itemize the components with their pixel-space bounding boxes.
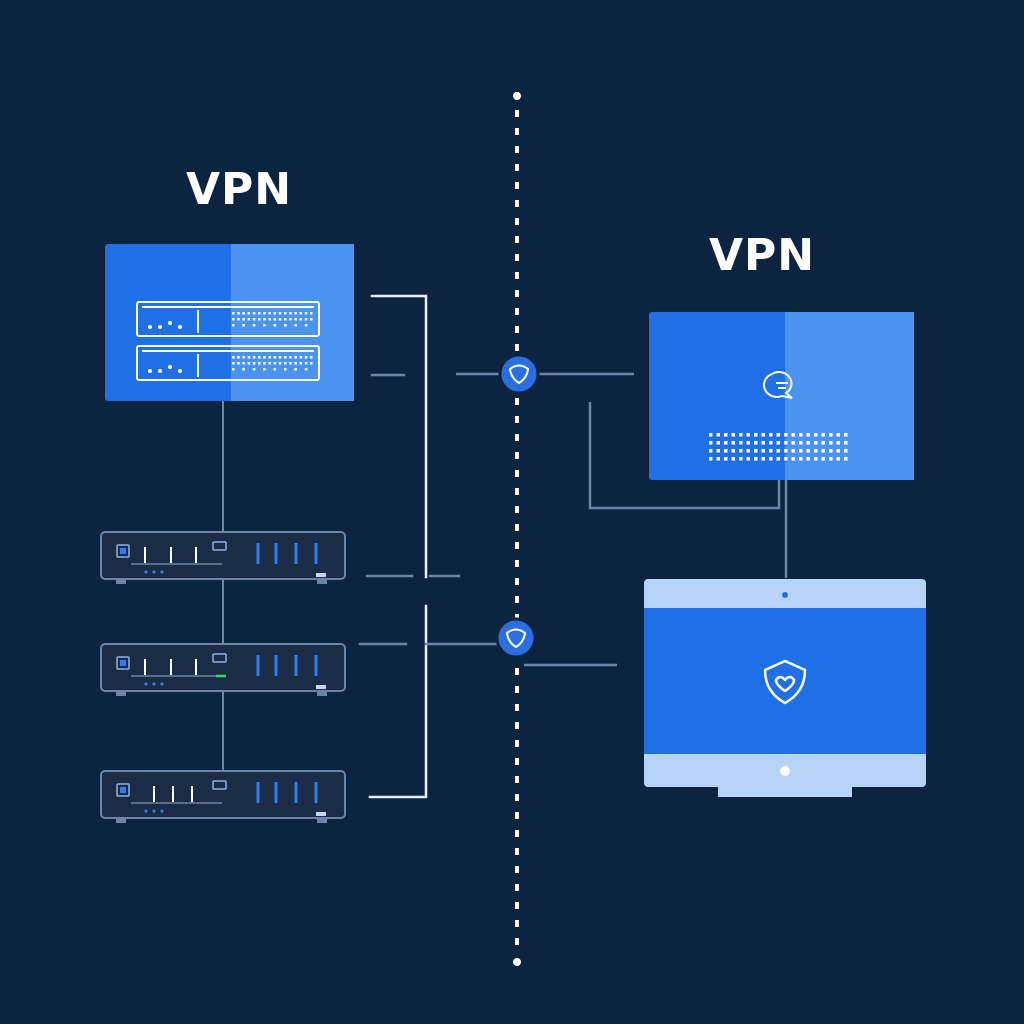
- shield-icon: [508, 364, 530, 385]
- shield-heart-icon: [763, 659, 807, 705]
- left-server-panel: [105, 244, 354, 401]
- network-switch-3: [100, 770, 346, 823]
- network-switch-2: [100, 643, 346, 696]
- server-rack-leds: [148, 321, 182, 373]
- tunnel-divider: [513, 92, 521, 966]
- tunnel-node-bottom: [495, 617, 537, 659]
- left-bracket-connectors: [358, 294, 498, 799]
- right-endpoint-panel: [649, 312, 914, 480]
- right-connectors: [456, 372, 788, 667]
- vpn-title-right: VPN: [709, 230, 816, 281]
- server-rack-ports: [232, 312, 313, 371]
- network-switch-1: [100, 531, 346, 584]
- tunnel-node-top: [498, 353, 540, 395]
- shield-icon: [505, 628, 527, 649]
- monitor: [644, 579, 926, 797]
- vpn-title-left: VPN: [186, 164, 293, 215]
- right-panel-indicators: [709, 433, 848, 461]
- chat-bubble-icon: [763, 371, 793, 399]
- server-rack-icon: [136, 301, 320, 381]
